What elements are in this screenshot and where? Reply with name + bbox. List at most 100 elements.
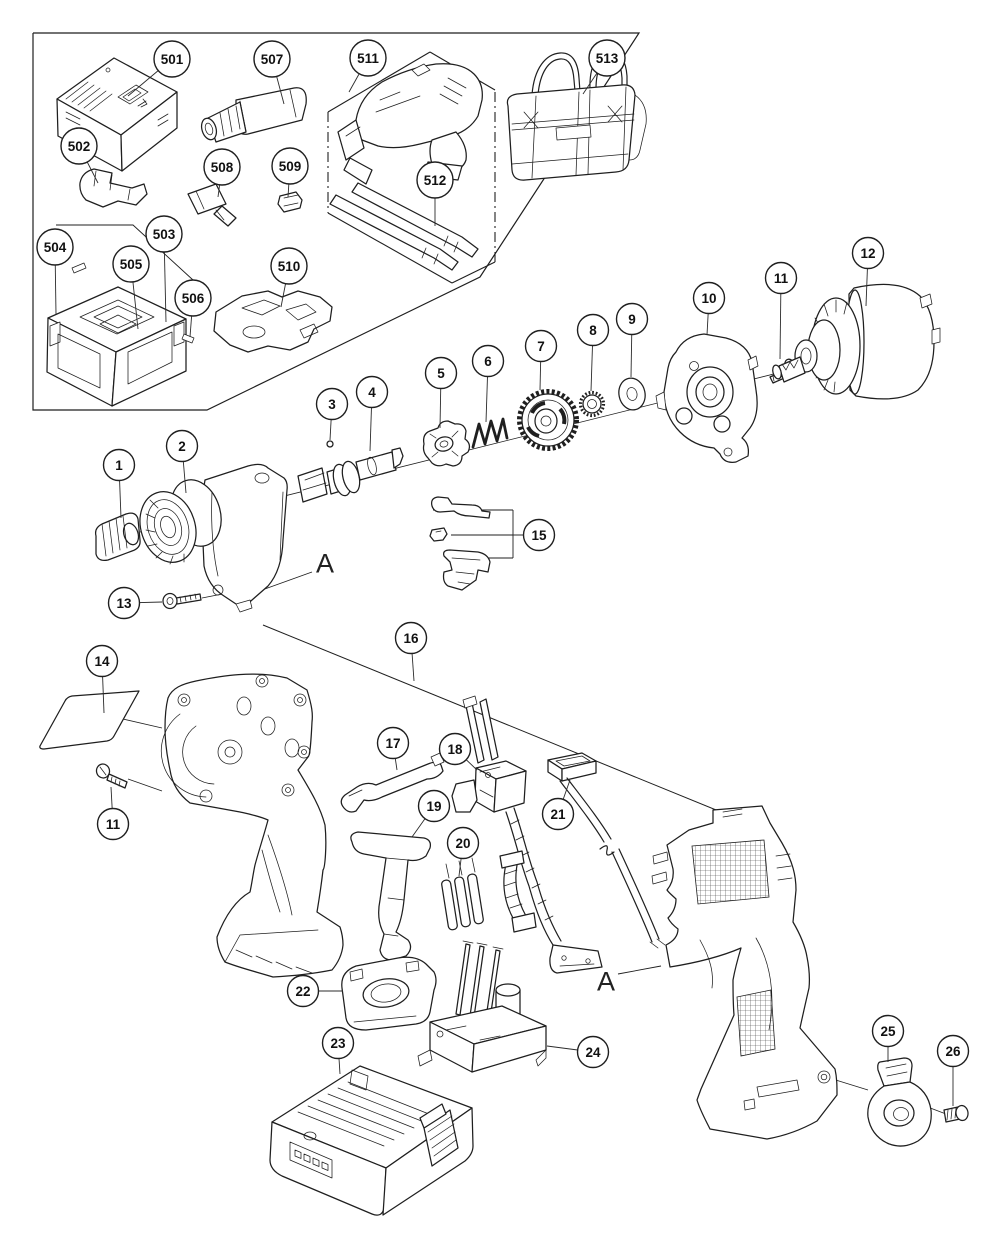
balloon-507: 507 <box>253 40 291 78</box>
part-terminal-mount <box>417 940 547 1073</box>
balloon-11b: 11 <box>96 807 130 841</box>
balloon-10: 10 <box>692 281 726 315</box>
svg-text:21: 21 <box>550 807 566 822</box>
svg-text:506: 506 <box>182 291 205 306</box>
balloon-19: 19 <box>417 789 451 823</box>
balloon-512: 512 <box>416 161 454 199</box>
part-washer <box>618 377 646 411</box>
balloon-5: 5 <box>424 356 458 390</box>
part-hanger-hook <box>867 1057 932 1147</box>
balloon-13: 13 <box>107 586 141 620</box>
svg-text:510: 510 <box>278 259 301 274</box>
svg-text:512: 512 <box>424 173 447 188</box>
balloon-4: 4 <box>355 375 389 409</box>
balloon-15: 15 <box>522 518 556 552</box>
svg-text:501: 501 <box>161 52 184 67</box>
svg-text:12: 12 <box>860 246 875 261</box>
svg-text:502: 502 <box>68 139 91 154</box>
balloon-3: 3 <box>315 387 349 421</box>
balloon-504: 504 <box>36 228 74 266</box>
part-insulation-tubes <box>441 857 484 931</box>
parts-layer <box>39 51 969 1216</box>
part-bit-holder <box>187 183 237 227</box>
svg-text:6: 6 <box>484 354 492 369</box>
svg-text:20: 20 <box>455 836 470 851</box>
part-screw-hook <box>943 1104 969 1123</box>
svg-text:7: 7 <box>537 339 545 354</box>
construction-lines <box>32 32 947 1115</box>
line-a-right-line <box>617 965 662 975</box>
part-housing-left <box>160 673 344 978</box>
part-steel-ball <box>326 440 334 448</box>
balloon-509: 509 <box>271 147 309 185</box>
line-accessory-box <box>32 32 641 411</box>
line-screw11-axis <box>127 778 163 792</box>
part-battery-cover <box>79 168 148 208</box>
part-gear-cover <box>655 333 759 463</box>
part-nameplate <box>39 690 140 750</box>
balloon-501: 501 <box>153 40 191 78</box>
balloon-17: 17 <box>376 726 410 760</box>
svg-text:11: 11 <box>106 817 121 832</box>
svg-text:508: 508 <box>211 160 234 175</box>
part-end-cover <box>341 956 437 1031</box>
part-lock-washer <box>578 390 606 418</box>
balloon-503: 503 <box>145 215 183 253</box>
svg-text:16: 16 <box>403 631 419 646</box>
balloon-510: 510 <box>270 247 308 285</box>
svg-text:513: 513 <box>596 51 619 66</box>
balloon-506: 506 <box>174 279 212 317</box>
svg-text:18: 18 <box>447 742 463 757</box>
part-ring-gear <box>517 389 579 451</box>
part-motor <box>772 283 941 400</box>
svg-text:505: 505 <box>120 257 143 272</box>
leader-lines <box>54 57 954 1106</box>
balloon-502: 502 <box>60 127 98 165</box>
part-shift-lever-set <box>429 496 491 591</box>
part-case-inlay <box>213 290 333 353</box>
balloon-22: 22 <box>286 974 320 1008</box>
part-clutch-housing <box>139 463 288 613</box>
balloon-21: 21 <box>541 797 575 831</box>
label-a-left: A <box>316 549 334 579</box>
svg-text:14: 14 <box>94 654 110 669</box>
part-screw-housing-left <box>95 763 128 789</box>
balloon-20: 20 <box>446 826 480 860</box>
balloon-1: 1 <box>102 448 136 482</box>
svg-text:22: 22 <box>295 984 310 999</box>
part-pin-top <box>71 262 87 274</box>
part-screw-housing-front <box>162 592 202 610</box>
balloon-2: 2 <box>165 429 199 463</box>
svg-text:23: 23 <box>330 1036 346 1051</box>
balloon-6: 6 <box>471 344 505 378</box>
svg-text:11: 11 <box>774 271 789 286</box>
balloon-16: 16 <box>394 621 428 655</box>
line-kit-box-bottom-left <box>327 212 453 284</box>
part-spring <box>471 417 509 449</box>
svg-text:507: 507 <box>261 52 284 67</box>
svg-text:504: 504 <box>44 240 67 255</box>
balloon-23: 23 <box>321 1026 355 1060</box>
part-chuck <box>200 87 307 143</box>
balloon-14: 14 <box>85 644 119 678</box>
balloon-7: 7 <box>524 329 558 363</box>
label-a-right: A <box>597 967 615 997</box>
svg-text:509: 509 <box>279 159 302 174</box>
part-spindle <box>297 447 404 503</box>
line-kit-box-bottom-right <box>451 261 496 284</box>
part-tool-bag <box>506 51 647 181</box>
svg-text:17: 17 <box>385 736 400 751</box>
svg-text:511: 511 <box>357 51 379 66</box>
svg-text:15: 15 <box>531 528 547 543</box>
part-housing-right <box>651 805 838 1140</box>
svg-text:25: 25 <box>880 1024 896 1039</box>
part-tool-body <box>337 63 483 185</box>
part-trigger-holder <box>350 831 431 961</box>
balloon-8: 8 <box>576 313 610 347</box>
line-kit-box-top-left <box>327 51 431 113</box>
balloon-511: 511 <box>349 39 387 77</box>
svg-text:1: 1 <box>115 458 123 473</box>
